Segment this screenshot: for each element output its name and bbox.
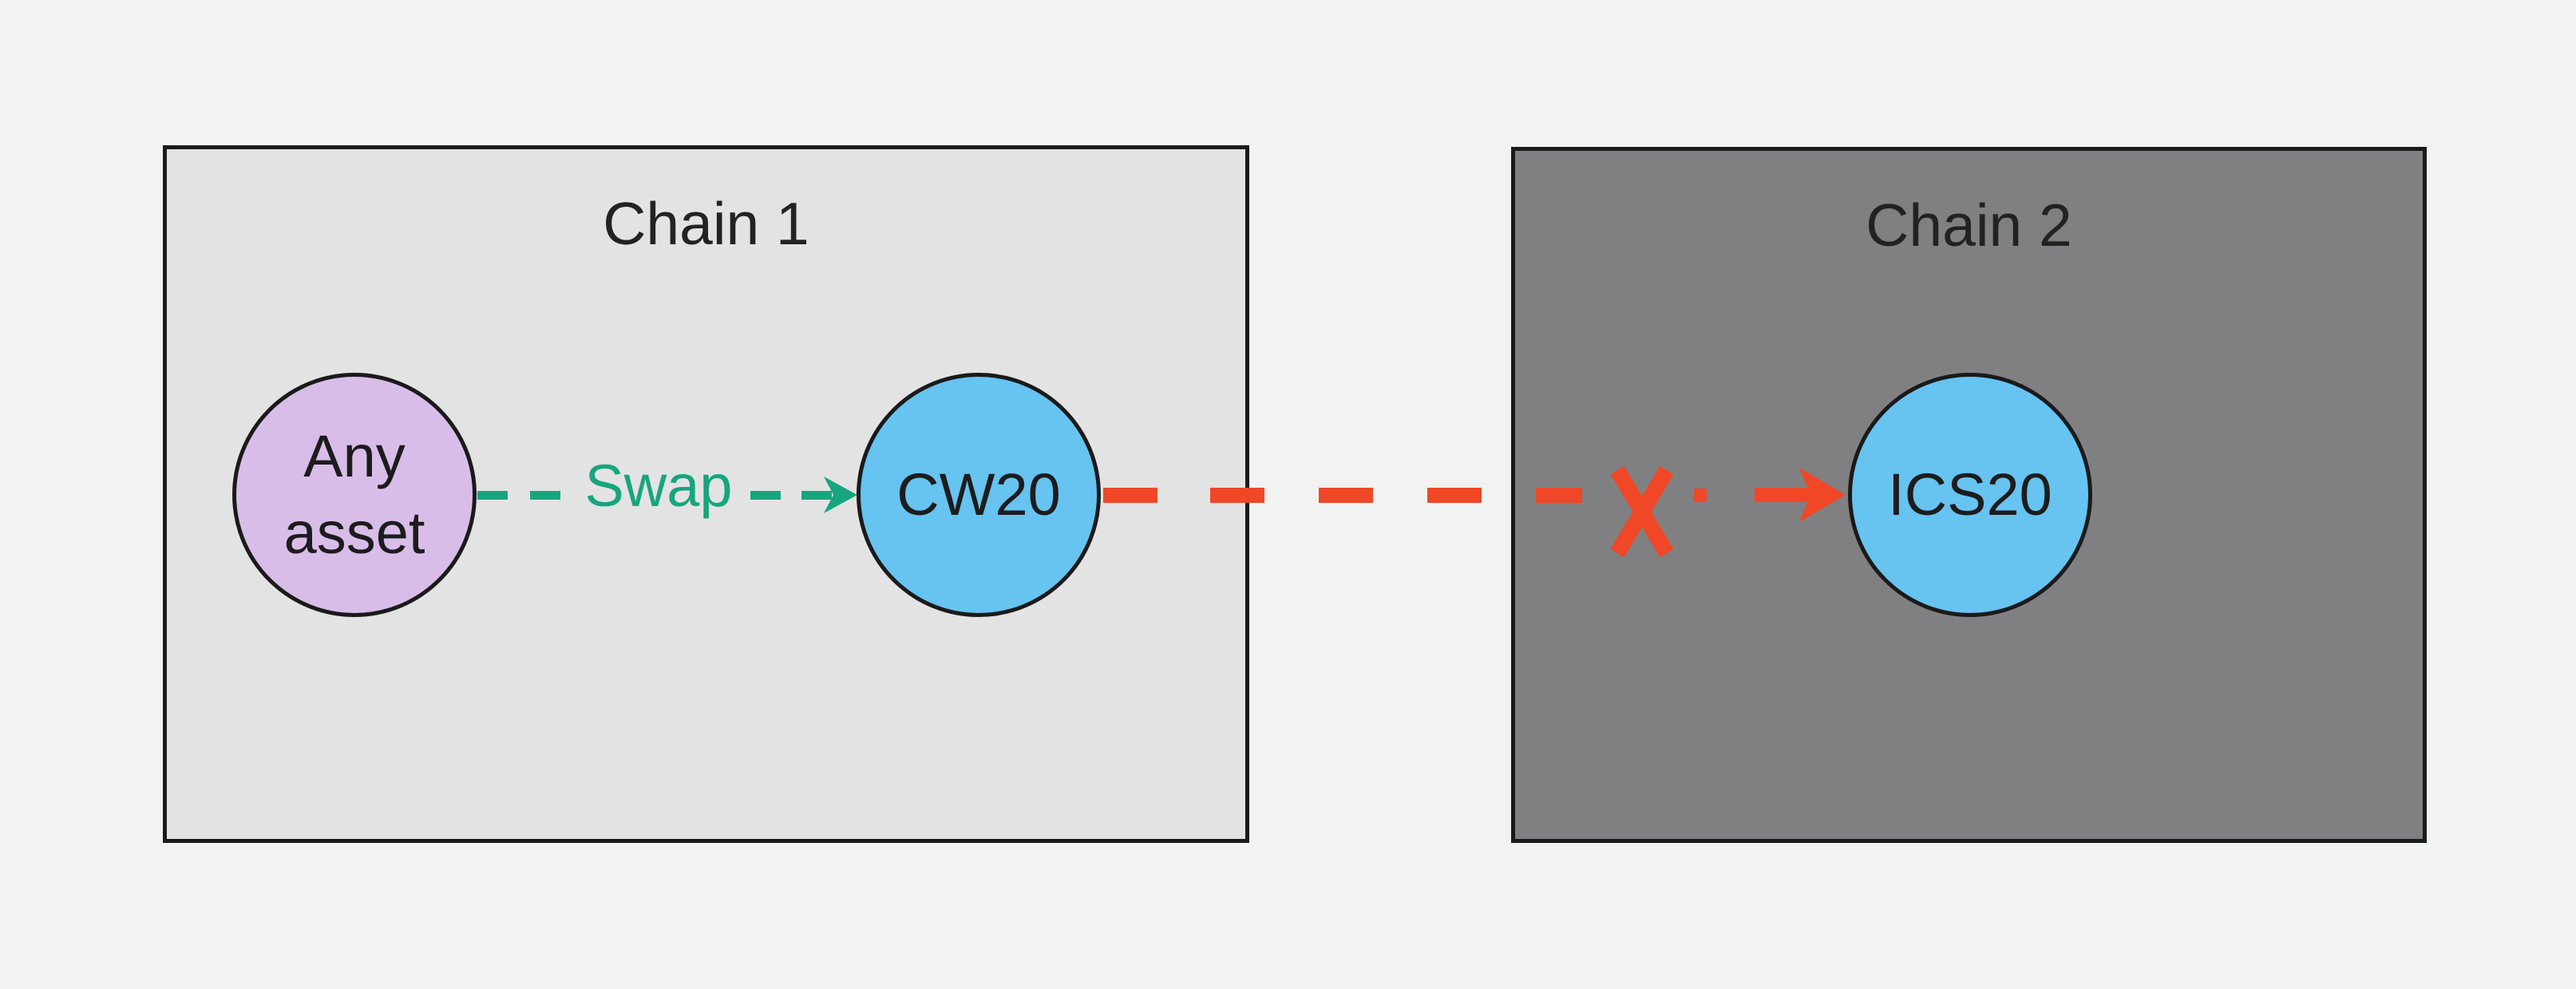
node-cw20: CW20 (857, 373, 1101, 617)
chain2-title: Chain 2 (1866, 192, 2072, 259)
blocked-dash-segment (1210, 488, 1264, 503)
swap-dash-segment (477, 491, 508, 500)
swap-dash-segment (750, 491, 781, 500)
node-any-asset: Any asset (232, 373, 477, 617)
node-ics20: ICS20 (1848, 373, 2092, 617)
blocked-dash-segment (1694, 489, 1707, 502)
node-any-asset-label: Any asset (283, 422, 425, 566)
swap-edge-label: Swap (584, 453, 733, 519)
blocked-dash-segment (1427, 488, 1482, 503)
swap-dash-segment (530, 491, 560, 500)
blocked-dash-segment (1319, 488, 1373, 503)
node-cw20-label: CW20 (896, 461, 1061, 528)
blocked-x-icon (1609, 465, 1675, 561)
chain1-title: Chain 1 (603, 190, 809, 257)
blocked-dash-segment (1103, 488, 1157, 503)
blocked-arrowhead-icon (1753, 468, 1847, 526)
swap-arrowhead-icon (824, 477, 857, 517)
swap-dash-segment (801, 491, 832, 500)
node-ics20-label: ICS20 (1888, 461, 2052, 528)
blocked-dash-segment (1536, 488, 1582, 503)
